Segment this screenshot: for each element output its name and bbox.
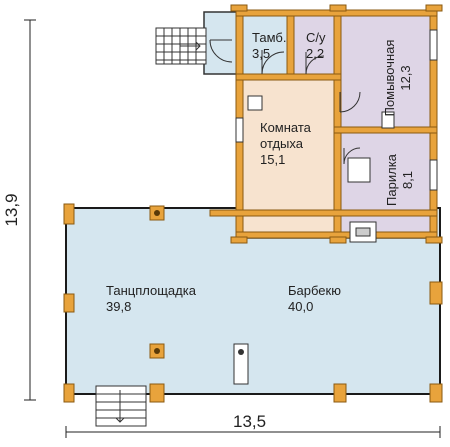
washroom-name: Помывочная <box>382 39 397 117</box>
rest-room-name-line2: отдыха <box>260 136 303 151</box>
rest-room-name-line1: Комната <box>260 120 311 135</box>
washroom-area: 12,3 <box>398 65 413 91</box>
terrace-posts <box>63 203 443 403</box>
width-dimension-label: 13,5 <box>233 412 267 431</box>
window-marks <box>235 29 438 191</box>
bathroom-label: С/у 2,2 <box>306 30 340 62</box>
bathroom-area <box>291 11 339 79</box>
barbecue-grill-icon <box>233 343 249 385</box>
steam-room-label: Парилка 8,1 <box>384 142 424 218</box>
washroom-label: Помывочная 12,3 <box>382 18 422 138</box>
dance-floor-label: Танцплощадка 39,8 <box>106 283 226 315</box>
bathroom-name: С/у <box>306 30 326 45</box>
dance-floor-name: Танцплощадка <box>106 283 196 298</box>
barbecue-label: Барбекю 40,0 <box>288 283 368 315</box>
bathroom-area: 2,2 <box>306 46 325 61</box>
steam-room-area: 8,1 <box>400 170 415 190</box>
stove-icon <box>347 157 377 243</box>
rest-room-area: 15,1 <box>260 152 286 167</box>
stairs-bottom <box>95 385 147 427</box>
height-dimension-line <box>24 19 36 401</box>
tambur-name: Тамб. <box>252 30 287 45</box>
rest-room-table-icon <box>247 95 263 111</box>
terrace-area <box>65 207 441 395</box>
tambur-label: Тамб. 3,5 <box>252 30 292 62</box>
pillar-icons <box>149 205 165 359</box>
steam-room-name: Парилка <box>384 154 399 206</box>
height-dimension-label: 13,9 <box>2 193 21 227</box>
tambur-area <box>203 11 241 75</box>
tambur-area: 3,5 <box>252 46 271 61</box>
rest-room-label: Комната отдыха 15,1 <box>260 120 332 168</box>
barbecue-name: Барбекю <box>288 283 341 298</box>
width-dimension-line <box>65 426 441 438</box>
tambur-inner-area <box>239 11 293 79</box>
dance-floor-area: 39,8 <box>106 299 132 314</box>
washroom-fixture-icon <box>381 111 395 129</box>
door-icons <box>209 39 361 165</box>
stairs-top-left <box>155 27 207 65</box>
barbecue-area: 40,0 <box>288 299 314 314</box>
